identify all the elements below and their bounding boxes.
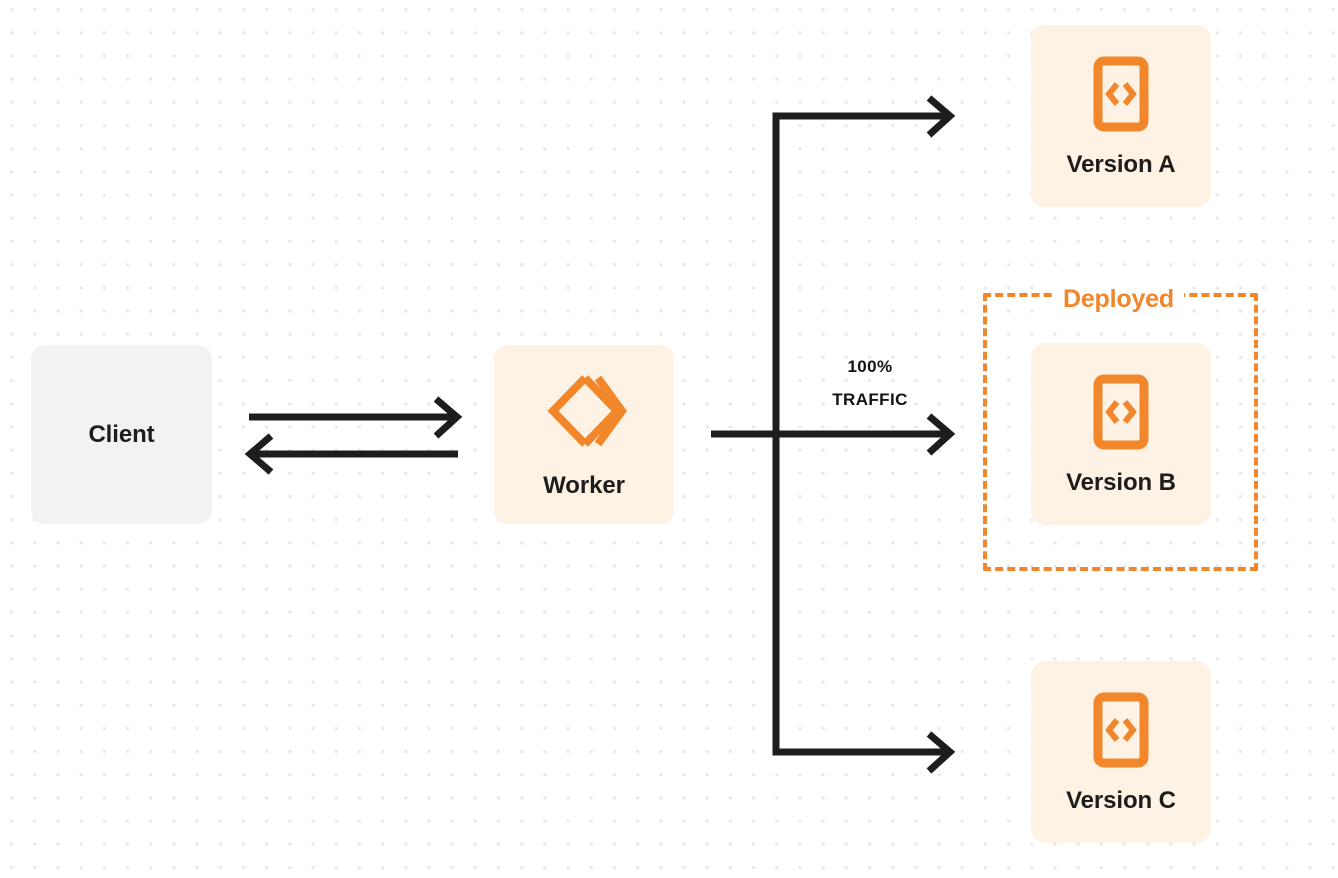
node-version-c-label: Version C [1066, 786, 1176, 814]
code-file-icon [1093, 56, 1149, 132]
edge-trunk-vertical [772, 112, 950, 756]
node-worker[interactable]: Worker [494, 345, 674, 524]
edge-worker-to-version-a-arrowhead [926, 95, 956, 138]
code-file-icon [1093, 692, 1149, 768]
node-worker-label: Worker [543, 471, 625, 499]
traffic-percent: 100% [847, 357, 893, 376]
cloudflare-workers-logo-icon [541, 372, 627, 450]
traffic-word: TRAFFIC [832, 390, 908, 409]
node-version-a-label: Version A [1066, 150, 1176, 178]
edge-worker-to-version-b [711, 413, 956, 456]
edge-worker-to-client [244, 433, 458, 475]
traffic-label: 100% TRAFFIC [790, 350, 950, 416]
node-version-c[interactable]: Version C [1031, 661, 1211, 843]
edge-client-to-worker [249, 396, 463, 439]
node-version-b[interactable]: Version B [1031, 343, 1211, 525]
edge-worker-to-version-c-arrowhead [926, 731, 956, 774]
code-file-icon [1093, 374, 1149, 450]
node-version-a[interactable]: Version A [1031, 25, 1211, 207]
node-client-label: Client [88, 420, 155, 448]
node-version-b-label: Version B [1066, 468, 1176, 496]
node-client[interactable]: Client [31, 345, 212, 524]
deployed-group-label: Deployed [1053, 285, 1184, 313]
